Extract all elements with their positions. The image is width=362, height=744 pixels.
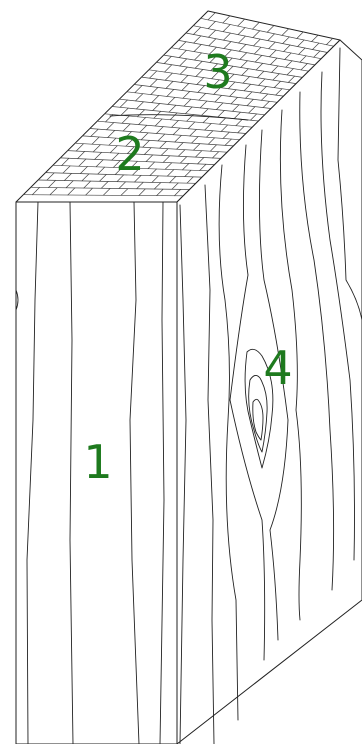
label-front-face: 1 [83,435,112,489]
label-side-face: 4 [263,341,292,395]
label-top-edge: 3 [203,45,232,99]
label-end-grain-front: 2 [115,127,144,181]
